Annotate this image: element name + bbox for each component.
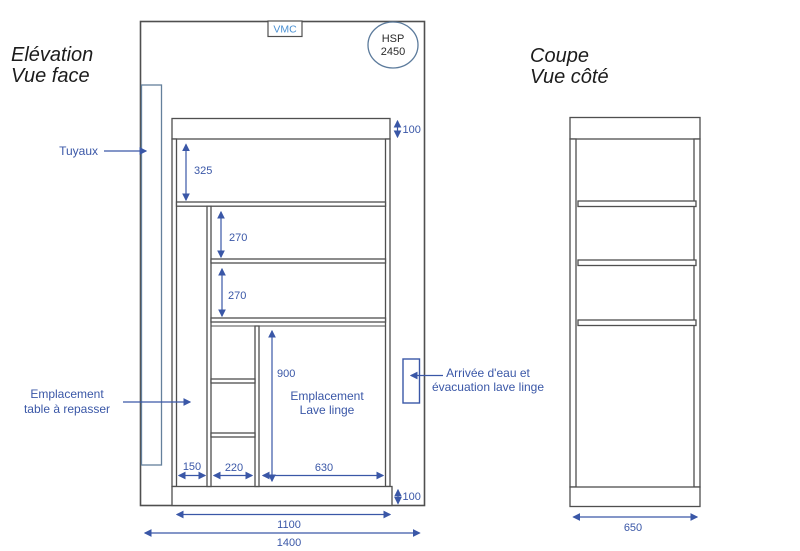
dim-top-spacer: 100 (403, 124, 421, 136)
section-title-line1: Coupe (530, 45, 589, 67)
dim-650: 650 (624, 522, 642, 534)
column-shelf-2 (210, 432, 256, 438)
dim-630: 630 (315, 462, 333, 474)
section-plinth (569, 486, 701, 508)
dim-220: 220 (225, 462, 243, 474)
eau-label-line1: Arrivée d'eau et (446, 366, 530, 380)
pipes-strip (140, 84, 163, 466)
cabinet-left-wall (171, 138, 178, 488)
section-left-wall (569, 138, 577, 488)
hsp-label-line1: HSP (382, 33, 405, 45)
table-label-line2: table à repasser (24, 402, 110, 416)
dim-top-shelf: 325 (194, 165, 212, 177)
elevation-title-line1: Elévation (11, 44, 93, 66)
divider-column-right (254, 325, 260, 488)
section-top-band (569, 116, 701, 140)
dim-150: 150 (183, 461, 201, 473)
dim-900: 900 (277, 368, 295, 380)
tuyaux-label: Tuyaux (59, 144, 98, 158)
dim-270a: 270 (229, 232, 247, 244)
table-label-line1: Emplacement (30, 387, 104, 401)
shelf-middle-2 (210, 317, 387, 323)
dim-270b: 270 (228, 290, 246, 302)
dim-plinth: 100 (403, 491, 421, 503)
elevation-title-line2: Vue face (11, 65, 90, 87)
lave-label-line2: Lave linge (300, 403, 355, 417)
lave-label-line1: Emplacement (290, 389, 364, 403)
cabinet-plinth (171, 485, 393, 507)
section-shelf-3 (577, 319, 697, 327)
water-inlet-box (402, 358, 421, 404)
shelf-middle-1 (210, 258, 387, 264)
vmc-box (267, 20, 303, 38)
section-right-wall (693, 138, 701, 488)
dim-1100: 1100 (277, 519, 301, 531)
section-shelf-2 (577, 259, 697, 267)
column-shelf-1 (210, 378, 256, 384)
dim-1400: 1400 (277, 537, 301, 549)
section-shelf-1 (577, 200, 697, 208)
shelf-top (175, 201, 387, 207)
cabinet-top-band (171, 117, 391, 140)
hsp-circle (367, 21, 419, 69)
divider-left (206, 205, 212, 488)
hsp-label-line2: 2450 (381, 46, 405, 58)
eau-label-line2: évacuation lave linge (432, 380, 544, 394)
vmc-label: VMC (273, 24, 297, 36)
section-title-line2: Vue côté (530, 66, 609, 88)
cabinet-right-wall (384, 138, 391, 488)
